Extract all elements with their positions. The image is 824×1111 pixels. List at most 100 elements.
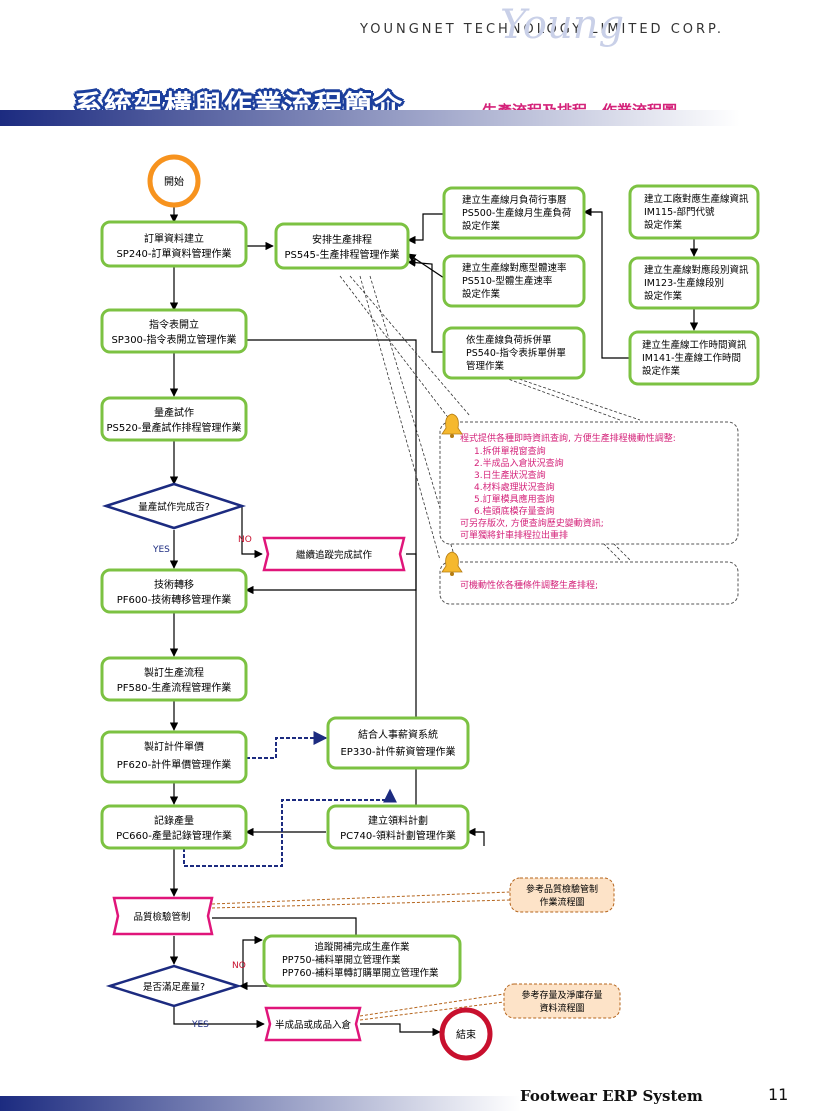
- footer-band: [0, 1096, 520, 1111]
- end-label: 結束: [456, 1028, 476, 1041]
- bell-icon: [441, 551, 463, 576]
- pc740-node: 建立領料計劃 PC740-領料計劃管理作業: [326, 804, 470, 850]
- svg-text:1.拆併單視窗查詢: 1.拆併單視窗查詢: [474, 445, 546, 457]
- svg-text:2.半成品入倉狀況查詢: 2.半成品入倉狀況查詢: [474, 457, 564, 469]
- ps540-node: 依生產線負荷拆併單 PS540-指令表拆單併單 管理作業: [442, 326, 586, 380]
- svg-text:PS510-型體生產速率: PS510-型體生產速率: [462, 275, 553, 287]
- start-node: [147, 154, 201, 208]
- pf580-node: 製訂生產流程 PF580-生產流程管理作業: [100, 656, 248, 702]
- svg-text:PS540-指令表拆單併單: PS540-指令表拆單併單: [466, 347, 566, 359]
- continue-trial-node: 繼續追蹤完成試作: [262, 536, 406, 572]
- svg-text:PC740-領料計劃管理作業: PC740-領料計劃管理作業: [340, 829, 456, 842]
- svg-text:量產試作: 量產試作: [154, 406, 194, 419]
- svg-text:PC660-產量記錄管理作業: PC660-產量記錄管理作業: [116, 829, 232, 842]
- svg-text:管理作業: 管理作業: [466, 360, 505, 372]
- svg-text:半成品或成品入倉: 半成品或成品入倉: [275, 1019, 352, 1031]
- company-logo: Young: [500, 2, 625, 48]
- svg-text:程式提供各種即時資訊查詢, 方便生產排程機動性調整:: 程式提供各種即時資訊查詢, 方便生產排程機動性調整:: [460, 432, 676, 444]
- svg-text:安排生產排程: 安排生產排程: [312, 233, 372, 246]
- svg-text:5.訂單模具應用查詢: 5.訂單模具應用查詢: [474, 493, 555, 505]
- ps500-node: 建立生產線月負荷行事曆 PS500-生產線月生產負荷 設定作業: [442, 186, 586, 240]
- svg-text:設定作業: 設定作業: [642, 365, 681, 377]
- sp300-node: 指令表開立 SP300-指令表開立管理作業: [100, 308, 248, 354]
- im123-node: 建立生產線對應段別資訊 IM123-生產線段別 設定作業: [628, 256, 760, 310]
- stock-in-node: 半成品或成品入倉: [264, 1006, 362, 1042]
- connectors: [169, 204, 699, 1037]
- svg-text:SP240-訂單資料管理作業: SP240-訂單資料管理作業: [116, 247, 231, 260]
- no-label: NO: [238, 535, 252, 545]
- svg-text:PS545-生產排程管理作業: PS545-生產排程管理作業: [284, 248, 399, 261]
- svg-text:訂單資料建立: 訂單資料建立: [144, 232, 204, 245]
- ref-stock-node: 參考存量及淨庫存量 資料流程圖: [503, 983, 621, 1019]
- im141-node: 建立生產線工作時間資訊 IM141-生產線工作時間 設定作業: [628, 330, 760, 386]
- svg-text:建立領料計劃: 建立領料計劃: [368, 814, 428, 827]
- pf620-node: 製訂計件單價 PF620-計件單價管理作業: [100, 730, 248, 784]
- svg-text:3.日生產狀況查詢: 3.日生產狀況查詢: [474, 469, 546, 481]
- svg-text:品質檢驗管制: 品質檢驗管制: [133, 911, 190, 923]
- pc660-node: 記錄產量 PC660-產量記錄管理作業: [100, 804, 248, 850]
- svg-text:製訂生產流程: 製訂生產流程: [144, 666, 204, 679]
- svg-text:是否滿足產量?: 是否滿足產量?: [143, 981, 205, 993]
- svg-text:6.楦頭底模存量查詢: 6.楦頭底模存量查詢: [474, 505, 555, 517]
- svg-text:作業流程圖: 作業流程圖: [539, 896, 584, 908]
- ref-qc-node: 參考品質檢驗管制 作業流程圖: [509, 877, 615, 913]
- svg-text:PP750-補料單開立管理作業: PP750-補料單開立管理作業: [282, 954, 401, 966]
- svg-text:PF600-技術轉移管理作業: PF600-技術轉移管理作業: [117, 593, 231, 606]
- svg-text:資料流程圖: 資料流程圖: [539, 1002, 584, 1014]
- svg-text:設定作業: 設定作業: [462, 288, 501, 300]
- footer-title: Footwear ERP System: [520, 1087, 703, 1105]
- svg-text:EP330-計件薪資管理作業: EP330-計件薪資管理作業: [340, 745, 455, 758]
- bell-icon: [441, 413, 463, 438]
- qc-node: 品質檢驗管制: [112, 896, 214, 936]
- schedule-node: 安排生產排程 PS545-生產排程管理作業: [274, 222, 410, 270]
- svg-text:量產試作完成否?: 量產試作完成否?: [138, 501, 210, 513]
- order-node: 訂單資料建立 SP240-訂單資料管理作業: [100, 220, 248, 268]
- svg-text:依生產線負荷拆併單: 依生產線負荷拆併單: [466, 334, 552, 346]
- yes-label-2: YES: [191, 1020, 209, 1030]
- svg-text:建立工廠對應生產線資訊: 建立工廠對應生產線資訊: [644, 193, 749, 205]
- ep330-node: 結合人事薪資系統 EP330-計件薪資管理作業: [326, 716, 470, 770]
- pf600-node: 技術轉移 PF600-技術轉移管理作業: [100, 568, 248, 614]
- im115-node: 建立工廠對應生產線資訊 IM115-部門代號 設定作業: [628, 184, 760, 240]
- header-band: [0, 110, 740, 126]
- svg-text:SP300-指令表開立管理作業: SP300-指令表開立管理作業: [111, 333, 236, 346]
- svg-text:IM115-部門代號: IM115-部門代號: [644, 206, 715, 218]
- svg-text:可機動性依各種條件調整生產排程;: 可機動性依各種條件調整生產排程;: [460, 579, 598, 591]
- svg-text:PF620-計件單價管理作業: PF620-計件單價管理作業: [117, 758, 231, 771]
- svg-text:PP760-補料單轉訂購單開立管理作業: PP760-補料單轉訂購單開立管理作業: [282, 967, 439, 979]
- svg-text:4.材料處理狀況查詢: 4.材料處理狀況查詢: [474, 481, 555, 493]
- svg-text:參考品質檢驗管制: 參考品質檢驗管制: [526, 883, 598, 895]
- start-label: 開始: [164, 175, 184, 188]
- page-number: 11: [768, 1085, 789, 1104]
- svg-text:繼續追蹤完成試作: 繼續追蹤完成試作: [296, 549, 373, 561]
- svg-text:追蹤開補完成生產作業: 追蹤開補完成生產作業: [314, 941, 410, 953]
- svg-text:記錄產量: 記錄產量: [154, 814, 194, 827]
- svg-text:可單獨將針車排程拉出重排: 可單獨將針車排程拉出重排: [460, 529, 568, 541]
- decision-output-met: 是否滿足產量?: [105, 964, 243, 1008]
- no-label-2: NO: [232, 961, 246, 971]
- note-adjust: 可機動性依各種條件調整生產排程;: [439, 561, 739, 605]
- svg-text:可另存版次, 方便查詢歷史變動資訊;: 可另存版次, 方便查詢歷史變動資訊;: [460, 517, 604, 529]
- svg-text:設定作業: 設定作業: [644, 290, 683, 302]
- ps520-node: 量產試作 PS520-量產試作排程管理作業: [100, 396, 248, 442]
- svg-text:建立生產線對應段別資訊: 建立生產線對應段別資訊: [644, 264, 749, 276]
- note-queries: 程式提供各種即時資訊查詢, 方便生產排程機動性調整: 1.拆併單視窗查詢 2.半…: [439, 421, 739, 545]
- svg-text:建立生產線對應型體速率: 建立生產線對應型體速率: [462, 262, 567, 274]
- svg-text:技術轉移: 技術轉移: [154, 578, 194, 591]
- svg-text:IM123-生產線段別: IM123-生產線段別: [644, 277, 724, 289]
- svg-text:參考存量及淨庫存量: 參考存量及淨庫存量: [521, 989, 602, 1001]
- svg-text:設定作業: 設定作業: [462, 220, 501, 232]
- pp-node: 追蹤開補完成生產作業 PP750-補料單開立管理作業 PP760-補料單轉訂購單…: [262, 934, 462, 988]
- end-node: [439, 1007, 493, 1061]
- svg-text:製訂計件單價: 製訂計件單價: [144, 740, 204, 753]
- svg-text:PF580-生產流程管理作業: PF580-生產流程管理作業: [117, 681, 231, 694]
- ps510-node: 建立生產線對應型體速率 PS510-型體生產速率 設定作業: [442, 254, 586, 308]
- svg-text:PS500-生產線月生產負荷: PS500-生產線月生產負荷: [462, 207, 572, 219]
- ref-callout-lines: [211, 891, 511, 1021]
- company-name: YOUNGNET TECHNOLOGY LIMITED CORP.: [360, 22, 724, 37]
- svg-text:結合人事薪資系統: 結合人事薪資系統: [358, 728, 438, 741]
- svg-text:建立生產線月負荷行事曆: 建立生產線月負荷行事曆: [462, 194, 567, 206]
- decision-trial-done: 量產試作完成否?: [101, 482, 247, 530]
- svg-text:指令表開立: 指令表開立: [149, 318, 199, 331]
